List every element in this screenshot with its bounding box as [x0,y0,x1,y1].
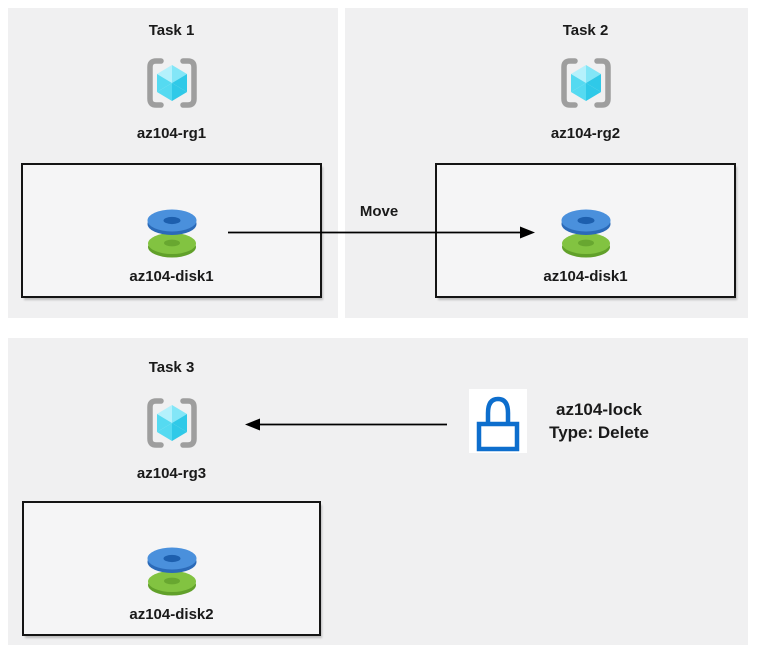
resource-group-icon [146,398,197,448]
task3-title: Task 3 [148,359,195,376]
lock-type: Type: Delete [549,423,649,442]
disk-icon [147,547,196,596]
task1-panel: Task 1 az104-rg1 [8,8,338,318]
task2-resource-group-label: az104-rg2 [550,125,621,142]
move-arrow [228,226,535,239]
lock-caption: az104-lock Type: Delete [534,398,664,444]
lock-arrow [245,418,447,431]
task1-column: Task 1 az104-rg1 [21,8,322,318]
task1-title: Task 1 [148,22,195,39]
task1-resource-group-label: az104-rg1 [136,125,207,142]
task1-resource-box: az104-disk1 [21,163,322,298]
resource-group-icon [146,58,197,108]
task3-disk-label: az104-disk2 [129,606,214,623]
task2-column: Task 2 az104-rg2 [435,8,736,318]
task2-resource-box: az104-disk1 [435,163,736,298]
disk-icon [147,209,196,258]
task2-disk-label: az104-disk1 [543,268,628,285]
task2-title: Task 2 [562,22,609,39]
disk-icon [561,209,610,258]
move-arrow-label: Move [359,203,399,220]
task2-panel: Task 2 az104-rg2 [345,8,748,318]
lock-icon [476,396,520,452]
task3-resource-group-label: az104-rg3 [136,465,207,482]
resource-group-icon [560,58,611,108]
lock-tile [469,389,527,453]
task3-panel: Task 3 az104-rg3 [8,338,748,645]
lock-name: az104-lock [556,400,642,419]
task3-resource-box: az104-disk2 [22,501,321,636]
task3-column: Task 3 az104-rg3 [22,338,321,645]
task1-disk-label: az104-disk1 [129,268,214,285]
